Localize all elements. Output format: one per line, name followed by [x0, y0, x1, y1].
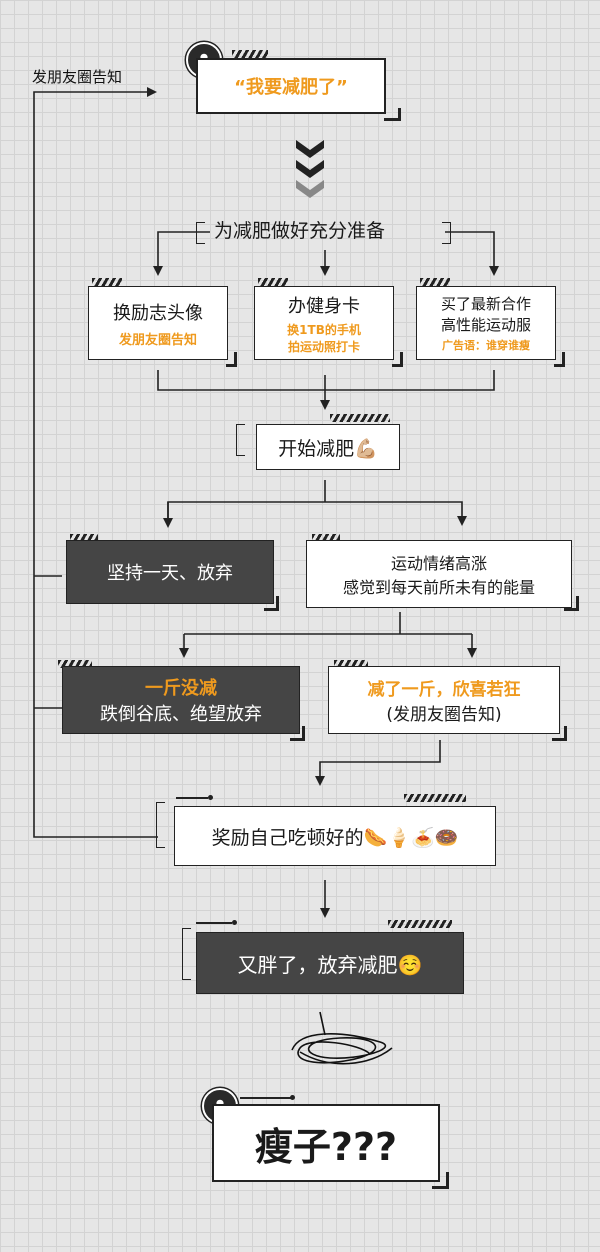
box-corner	[432, 1172, 449, 1189]
loop-line	[33, 87, 158, 838]
lost-to-reward	[315, 740, 441, 786]
quit-day-box: 坚持一天、放弃	[66, 540, 274, 604]
box-corner	[564, 596, 579, 611]
option-clothes-sub: 广告语：谁穿谁瘦	[442, 339, 530, 352]
start-box: “我要减肥了”	[196, 58, 386, 114]
decor-stripes	[404, 794, 466, 802]
decor-stripes	[388, 920, 452, 928]
bracket-left	[182, 928, 191, 980]
bracket-left	[236, 424, 245, 456]
bracket-left	[156, 802, 165, 848]
options-merge	[157, 370, 495, 391]
box-corner	[290, 726, 305, 741]
decor-line	[176, 797, 208, 799]
end-text: 瘦子???	[254, 1124, 398, 1169]
prep-title: 为减肥做好充分准备	[214, 220, 386, 242]
begin-box: 开始减肥💪🏼	[256, 424, 400, 470]
decor-stripes	[420, 278, 450, 286]
lost-line2: (发朋友圈告知)	[386, 705, 502, 725]
quit-day-text: 坚持一天、放弃	[107, 563, 233, 584]
fat-again-text: 又胖了，放弃减肥☺️	[237, 952, 423, 977]
option-gym-box: 办健身卡 换1TB的手机 拍运动照打卡	[254, 286, 394, 360]
decor-stripes	[334, 660, 368, 668]
decor-line	[196, 922, 232, 924]
box-corner	[226, 352, 237, 367]
excited-line1: 运动情绪高涨	[390, 554, 487, 573]
down-chevrons	[296, 140, 324, 198]
box-corner	[392, 352, 403, 367]
option-avatar-main: 换励志头像	[113, 302, 203, 324]
start-text: “我要减肥了”	[234, 77, 348, 98]
bracket-left	[196, 222, 205, 244]
no-loss-line1: 一斤没减	[145, 678, 217, 699]
decor-dot	[290, 1095, 295, 1100]
box-corner	[264, 596, 279, 611]
decor-stripes	[58, 660, 92, 668]
option-clothes-main1: 买了最新合作	[440, 295, 531, 313]
end-box: 瘦子???	[212, 1104, 440, 1182]
decor-dot	[208, 795, 213, 800]
decor-stripes	[330, 414, 390, 422]
decor-stripes	[232, 50, 268, 58]
begin-split	[167, 501, 467, 526]
box-corner	[552, 726, 567, 741]
prep-split	[153, 231, 210, 276]
reward-box: 奖励自己吃顿好的🌭🍦🍝🍩	[174, 806, 496, 866]
decor-stripes	[92, 278, 122, 286]
decor-stripes	[258, 278, 288, 286]
decor-stripes	[70, 534, 98, 542]
box-corner	[554, 352, 565, 367]
loop-label: 发朋友圈告知	[32, 68, 123, 86]
option-avatar-box: 换励志头像 发朋友圈告知	[88, 286, 228, 360]
box-corner	[384, 108, 401, 121]
option-avatar-sub: 发朋友圈告知	[118, 332, 197, 348]
decor-stripes	[312, 534, 340, 542]
lost-line1: 减了一斤，欣喜若狂	[367, 680, 521, 700]
no-loss-box: 一斤没减 跌倒谷底、绝望放弃	[62, 666, 300, 734]
decor-line	[240, 1097, 292, 1099]
excited-box: 运动情绪高涨 感觉到每天前所未有的能量	[306, 540, 572, 608]
begin-text: 开始减肥💪🏼	[278, 437, 378, 460]
reward-text: 奖励自己吃顿好的🌭🍦🍝🍩	[211, 826, 459, 849]
prep-right	[445, 231, 499, 276]
option-clothes-main2: 高性能运动服	[440, 316, 531, 334]
option-gym-main: 办健身卡	[288, 295, 360, 317]
lost-box: 减了一斤，欣喜若狂 (发朋友圈告知)	[328, 666, 560, 734]
no-loss-line2: 跌倒谷底、绝望放弃	[100, 704, 262, 725]
option-clothes-box: 买了最新合作 高性能运动服 广告语：谁穿谁瘦	[416, 286, 556, 360]
fat-again-box: 又胖了，放弃减肥☺️	[196, 932, 464, 994]
decor-dot	[232, 920, 237, 925]
option-gym-sub2: 拍运动照打卡	[287, 339, 360, 354]
bracket-right	[442, 222, 451, 244]
excited-line2: 感觉到每天前所未有的能量	[342, 578, 535, 597]
option-gym-sub1: 换1TB的手机	[287, 322, 361, 337]
scribble-mark	[291, 1011, 393, 1065]
